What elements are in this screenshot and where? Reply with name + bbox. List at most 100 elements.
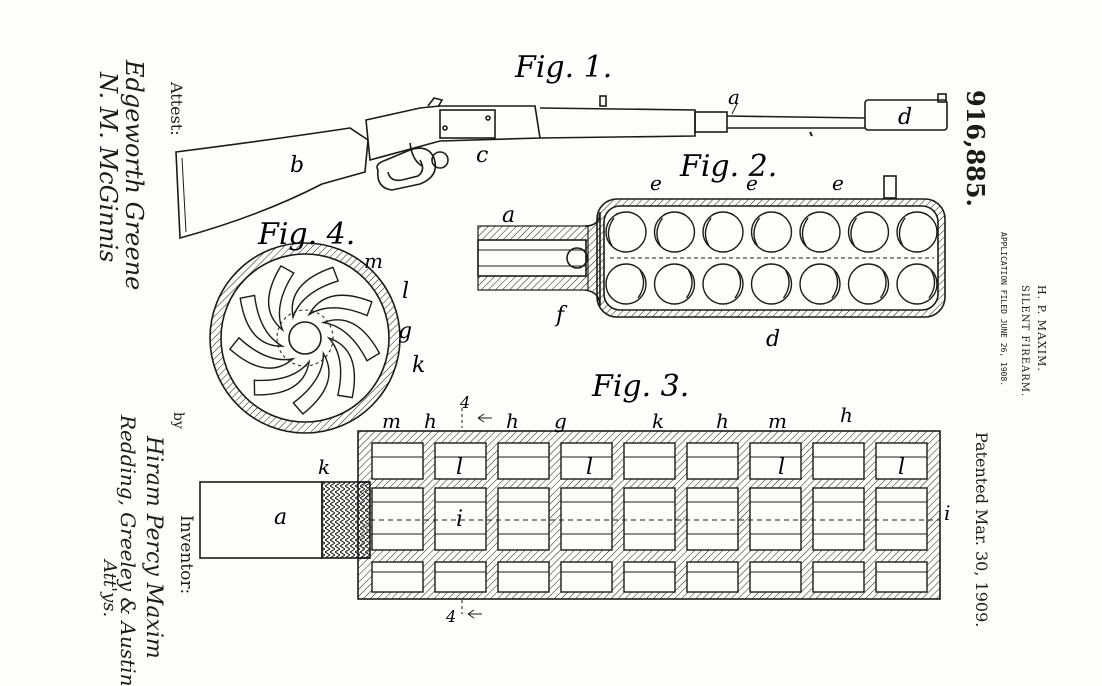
fig2-baffle — [607, 217, 615, 247]
fig3-label-l2: l — [586, 455, 593, 480]
fig1-label-d: d — [898, 105, 912, 130]
fig3-section-bottom: 4 — [445, 607, 456, 626]
fig3-label-l1: l — [456, 455, 463, 480]
fig4-vane — [267, 264, 295, 333]
fig4-vane — [292, 350, 330, 415]
fig3-chamber — [812, 487, 865, 551]
fig2-label-d: d — [766, 327, 780, 352]
fig4-vane — [326, 336, 356, 399]
fig3-chamber — [434, 442, 487, 480]
fig4-vane — [307, 294, 373, 317]
fig3-chamber — [560, 561, 613, 593]
fig2-label-f: f — [554, 303, 568, 328]
figure-1-rifle — [175, 93, 948, 240]
fig2-label-e3: e — [832, 171, 844, 195]
fig3-label-l4: l — [898, 455, 905, 480]
fig2-chamber — [653, 263, 696, 305]
fig3-chamber — [371, 487, 424, 551]
fig4-label-m: m — [364, 249, 383, 273]
fig2-baffle — [879, 269, 887, 299]
fig3-chamber — [560, 442, 613, 480]
fig1-label-b: b — [290, 153, 304, 178]
fig3-label-h2: h — [506, 409, 519, 433]
fig2-baffle — [685, 269, 693, 299]
fig3-chamber — [371, 442, 424, 480]
fig3-chamber — [686, 487, 739, 551]
fig3-section-top: 4 — [459, 393, 470, 412]
fig2-chamber — [847, 263, 890, 305]
fig3-chamber — [497, 487, 550, 551]
fig3-label-k-left: k — [318, 455, 330, 479]
fig2-baffle — [850, 217, 858, 247]
fig2-chamber — [702, 263, 744, 305]
fig3-label-h3: h — [716, 409, 729, 433]
fig4-vane — [291, 266, 340, 320]
fig3-label-g: g — [554, 409, 567, 433]
fig3-label-m2: m — [768, 409, 787, 433]
fig2-chamber — [605, 263, 647, 305]
fig3-chamber — [812, 442, 865, 480]
fig4-label-l: l — [402, 279, 409, 304]
fig2-baffle — [831, 269, 839, 299]
fig3-label-i2: i — [944, 501, 950, 525]
fig3-chamber — [434, 487, 487, 551]
fig3-chamber — [749, 487, 802, 551]
fig3-chamber — [497, 561, 550, 593]
fig2-label-e1: e — [650, 171, 662, 195]
fig3-label-l3: l — [778, 455, 785, 480]
fig2-baffle — [704, 217, 712, 247]
fig2-chamber — [896, 263, 938, 305]
fig4-vane — [228, 336, 296, 369]
fig2-baffle — [753, 217, 761, 247]
fig3-chamber — [875, 442, 928, 480]
fig2-chamber — [653, 211, 696, 253]
fig4-label-k: k — [412, 353, 425, 378]
fig1-label-c: c — [476, 143, 488, 168]
fig4-label-g: g — [398, 319, 412, 344]
fig4-vane — [239, 294, 286, 347]
fig3-chamber — [434, 561, 487, 593]
fig2-chamber — [799, 211, 841, 253]
figure-4-end-view — [209, 242, 401, 434]
fig3-label-k: k — [652, 409, 664, 433]
fig2-chamber — [847, 211, 890, 253]
fig3-label-i1: i — [456, 507, 463, 532]
fig3-chamber — [749, 442, 802, 480]
fig3-chamber — [875, 561, 928, 593]
fig4-vane — [253, 359, 311, 396]
fig1-title: Fig. 1. — [514, 50, 612, 85]
fig3-chamber — [749, 561, 802, 593]
fig2-chamber — [896, 211, 938, 253]
fig3-label-m1: m — [382, 409, 401, 433]
fig3-chamber — [812, 561, 865, 593]
fig2-chamber — [750, 211, 793, 253]
fig3-label-a: a — [274, 505, 287, 530]
fig2-baffle — [928, 269, 936, 299]
fig3-chamber — [686, 561, 739, 593]
figure-2-silencer-section — [477, 175, 946, 318]
fig3-chamber — [686, 442, 739, 480]
fig2-baffle — [734, 269, 742, 299]
fig3-chamber — [623, 561, 676, 593]
fig2-title: Fig. 2. — [679, 149, 777, 184]
fig3-label-h1: h — [424, 409, 437, 433]
fig3-chamber — [497, 442, 550, 480]
fig3-chamber — [371, 561, 424, 593]
fig3-label-h4: h — [840, 403, 853, 427]
fig2-baffle — [801, 217, 809, 247]
fig4-title: Fig. 4. — [257, 217, 355, 252]
fig2-baffle — [637, 269, 645, 299]
fig3-chamber — [875, 487, 928, 551]
fig3-chamber — [623, 487, 676, 551]
fig3-chamber — [560, 487, 613, 551]
fig4-vane — [320, 319, 381, 362]
fig2-chamber — [750, 263, 793, 305]
fig3-chamber — [623, 442, 676, 480]
fig2-label-e2: e — [746, 171, 758, 195]
fig2-label-a: a — [502, 203, 515, 228]
fig2-baffle — [898, 217, 906, 247]
fig1-label-a: a — [728, 85, 740, 109]
fig2-baffle — [782, 269, 790, 299]
